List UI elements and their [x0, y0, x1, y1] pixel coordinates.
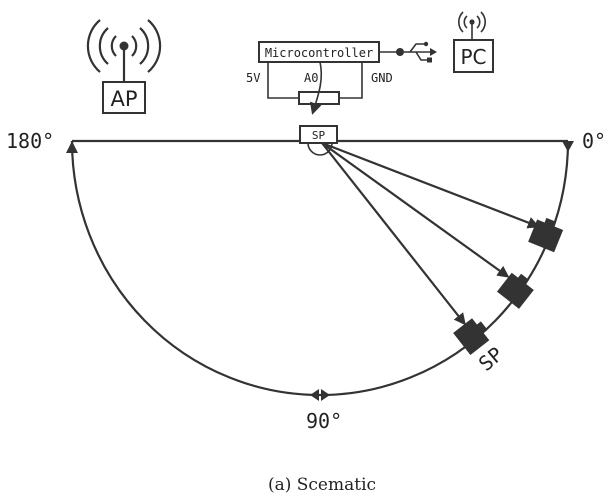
sensor-position-1	[528, 217, 564, 253]
wifi-antenna-icon	[86, 19, 162, 82]
pin-5v-label: 5V	[246, 71, 260, 85]
microcontroller: Microcontroller 5V A0 GND	[246, 41, 393, 115]
sensor-position-2	[496, 272, 534, 309]
microcontroller-label: Microcontroller	[265, 46, 373, 60]
pc-label: PC	[460, 45, 486, 69]
figure-caption: (a) Scematic	[268, 475, 376, 495]
access-point: AP	[86, 19, 162, 114]
wifi-antenna-icon	[458, 11, 486, 40]
rays	[321, 141, 540, 326]
pin-gnd-label: GND	[371, 71, 393, 85]
rotation-arc	[70, 140, 570, 397]
ninety-degree-marker	[310, 389, 330, 401]
sp-sensor: SP	[299, 125, 338, 156]
sensor-position-3	[453, 318, 490, 356]
usb-icon	[380, 41, 437, 63]
arc-end-marker-left	[66, 141, 78, 153]
pin-a0-label: A0	[304, 71, 318, 85]
pc: PC	[453, 11, 494, 73]
angle-90-label: 90°	[306, 409, 342, 433]
arc-end-marker-right	[562, 141, 574, 152]
sp-box-label: SP	[312, 129, 326, 142]
ap-label: AP	[110, 87, 137, 111]
angle-180-label: 180°	[6, 129, 54, 153]
angle-0-label: 0°	[582, 129, 606, 153]
